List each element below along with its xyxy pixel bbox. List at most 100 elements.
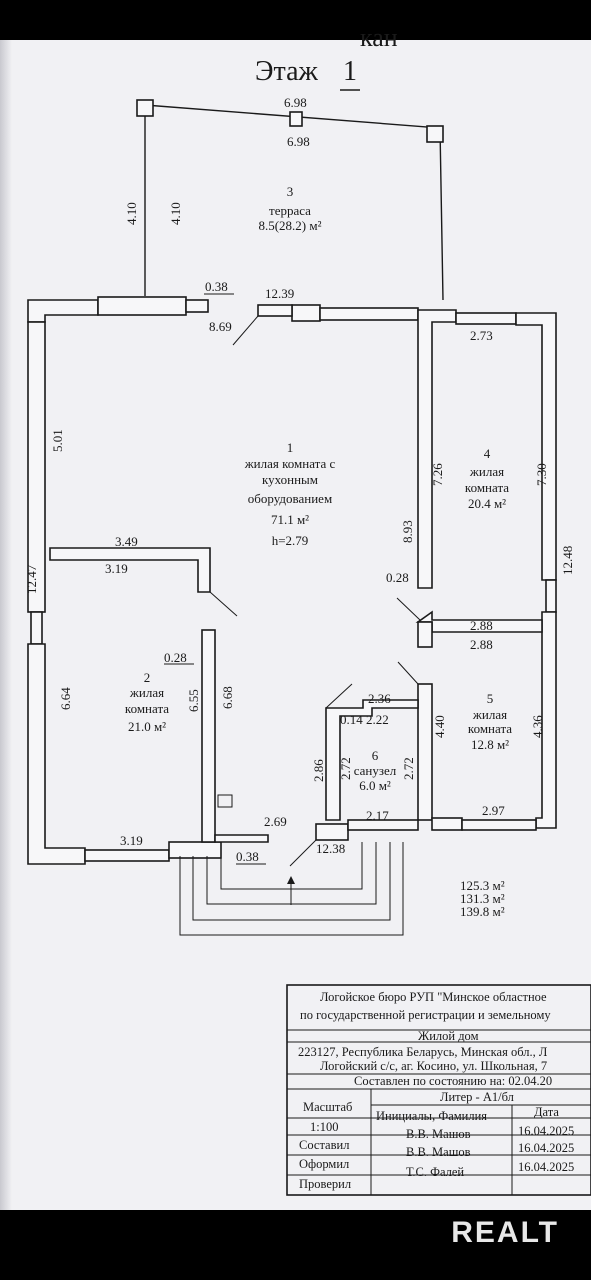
svg-text:8.69: 8.69 [209,319,232,334]
svg-text:131.3 м²: 131.3 м² [460,891,505,906]
svg-text:2.88: 2.88 [470,637,493,652]
svg-text:жилая: жилая [129,685,164,700]
svg-text:Жилой дом: Жилой дом [418,1029,479,1043]
svg-text:2: 2 [144,670,151,685]
svg-text:20.4 м²: 20.4 м² [468,496,506,511]
svg-text:3: 3 [287,184,294,199]
svg-text:Т.С. Фалей: Т.С. Фалей [406,1165,464,1179]
svg-text:7.26: 7.26 [430,463,445,486]
svg-text:12.8 м²: 12.8 м² [471,737,509,752]
svg-text:0.38: 0.38 [236,849,259,864]
svg-text:комната: комната [468,721,512,736]
svg-text:21.0 м²: 21.0 м² [128,719,166,734]
svg-text:16.04.2025: 16.04.2025 [518,1160,574,1174]
header-cut-text: кан [360,23,398,52]
toilet-mark [217,794,233,808]
partition-bottom [214,834,269,843]
svg-text:В.В. Машов: В.В. Машов [406,1145,471,1159]
svg-text:по государственной регистрации: по государственной регистрации и земельн… [300,1008,551,1022]
room-1-label: 1 жилая комната с кухонным оборудованием… [244,440,336,548]
svg-text:223127, Республика Беларусь, М: 223127, Республика Беларусь, Минская обл… [298,1045,548,1059]
svg-text:комната: комната [465,480,509,495]
entrance-step [179,842,404,936]
svg-text:4.36: 4.36 [530,715,545,738]
svg-text:2.69: 2.69 [264,814,287,829]
bathroom-walls [325,699,419,821]
svg-text:3.19: 3.19 [105,561,128,576]
wall-segment [168,841,222,859]
floor-title: Этаж [255,56,318,87]
svg-text:6.55: 6.55 [186,689,201,712]
svg-text:5.01: 5.01 [50,429,65,452]
svg-text:Проверил: Проверил [299,1177,351,1191]
door-swing [396,597,421,621]
svg-text:Составлен по состоянию на: 02.: Составлен по состоянию на: 02.04.20 [354,1074,552,1088]
wall-room4 [417,309,457,589]
partition-room1-room2 [49,547,211,593]
svg-text:3.19: 3.19 [120,833,143,848]
svg-text:139.8 м²: 139.8 м² [460,904,505,919]
svg-text:7.30: 7.30 [534,463,549,486]
partition-room2-right [201,629,216,843]
svg-text:1:100: 1:100 [310,1120,338,1134]
svg-text:1: 1 [287,440,294,455]
svg-text:Логойское бюро РУП "Минское об: Логойское бюро РУП "Минское областное [320,990,547,1004]
svg-text:6.0 м²: 6.0 м² [359,778,391,793]
svg-text:Дата: Дата [534,1105,559,1119]
svg-text:комната: комната [125,701,169,716]
svg-text:жилая: жилая [469,464,504,479]
wall-bottom-right [431,817,463,831]
window [30,611,43,645]
door-swing [289,839,317,867]
title-block [286,984,591,1196]
floor-number: 1 [343,56,357,87]
partition [417,621,433,648]
svg-text:жилая комната с: жилая комната с [244,456,336,471]
svg-text:2.72: 2.72 [401,757,416,780]
svg-text:2.36: 2.36 [368,691,391,706]
door-swing [397,661,419,685]
door-swing [209,591,238,617]
window [455,312,517,325]
room-5-label: 5 жилая комната 12.8 м² [468,691,512,752]
terrace-post [289,111,303,127]
terrace-post [136,99,154,117]
title-block-text: Логойское бюро РУП "Минское областное по… [298,990,574,1191]
svg-text:Оформил: Оформил [299,1157,349,1171]
svg-text:2.73: 2.73 [470,328,493,343]
svg-text:Логойский с/с, аг. Косино, ул.: Логойский с/с, аг. Косино, ул. Школьная,… [320,1059,547,1073]
svg-text:0.14: 0.14 [340,712,363,727]
svg-text:0.28: 0.28 [386,570,409,585]
dimension-labels: 6.98 6.98 0.38 12.39 8.69 2.73 3.49 3.19… [105,95,505,864]
svg-text:2.86: 2.86 [311,759,326,782]
svg-text:жилая: жилая [472,707,507,722]
svg-text:4.40: 4.40 [432,715,447,738]
svg-text:12.38: 12.38 [316,841,345,856]
svg-text:h=2.79: h=2.79 [272,533,309,548]
svg-text:кухонным: кухонным [262,472,318,487]
svg-text:8.93: 8.93 [400,520,415,543]
svg-text:Литер - А1/бл: Литер - А1/бл [440,1090,514,1104]
window [185,299,209,313]
wall-segment [97,296,187,316]
watermark-logo: REALT [451,1216,559,1249]
svg-text:0.28: 0.28 [164,650,187,665]
svg-text:4.10: 4.10 [124,202,139,225]
sheet-edge-shadow [0,40,12,1210]
svg-text:6.68: 6.68 [220,686,235,709]
svg-text:4: 4 [484,446,491,461]
area-totals: 125.3 м² 131.3 м² 139.8 м² [460,878,505,919]
svg-text:2.17: 2.17 [366,808,389,823]
svg-text:Масштаб: Масштаб [303,1100,352,1114]
svg-text:4.10: 4.10 [168,202,183,225]
entrance-step [192,842,391,921]
room-6-label: 6 санузел 6.0 м² [354,748,397,793]
svg-text:12.47: 12.47 [24,564,39,594]
wall-right-top [515,312,557,581]
svg-text:16.04.2025: 16.04.2025 [518,1124,574,1138]
svg-text:Составил: Составил [299,1138,349,1152]
window [84,849,170,862]
svg-text:2.72: 2.72 [338,757,353,780]
window [319,307,419,321]
